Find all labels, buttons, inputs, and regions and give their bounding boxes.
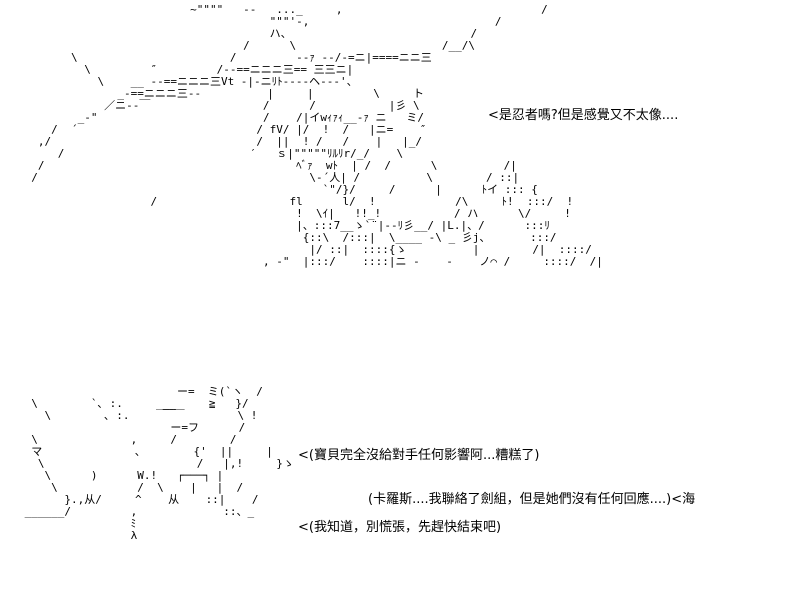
- dialogue-line-sword-group: (卡羅斯....我聯絡了劍組，但是她們沒有任何回應....)<海: [368, 492, 696, 507]
- ascii-art-lower-scene: ー= ミ(`ヽ / \ `､ :. ___ ≧ }/ \ ､ :. ￣￣ \ !…: [24, 385, 294, 542]
- dialogue-line-no-effect: <(寶貝完全沒給對手任何影響阿...糟糕了): [298, 448, 540, 463]
- dialogue-line-ninja-question: <是忍者嗎?但是感覺又不太像....: [488, 108, 679, 123]
- ascii-art-character-scene: ~"""" -- ..._ , / """'-, / ハ、 /: [31, 3, 603, 268]
- dialogue-line-finish-quickly: <(我知道，別慌張，先趕快結束吧): [298, 520, 502, 535]
